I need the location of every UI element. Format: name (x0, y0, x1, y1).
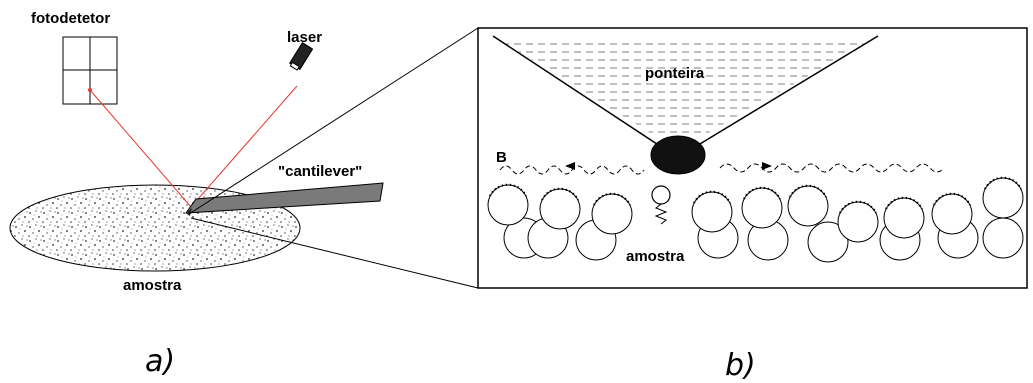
cantilever (184, 182, 384, 214)
trajectory-arrow-right (762, 162, 772, 170)
sample-atoms-upper (487, 176, 1024, 243)
tip-label: ponteira (645, 65, 705, 82)
trajectory-arrow-left (565, 162, 575, 170)
photodetector-label: fotodetetor (31, 10, 110, 27)
cantilever-label: "cantilever" (278, 163, 362, 180)
caption-a: a) (145, 344, 175, 379)
laser-device (289, 41, 314, 71)
panel-a: fotodetetor laser "cantilever" amostra a… (9, 10, 479, 379)
panel-b: ponteira B (477, 27, 1028, 383)
laser-beam-reflected (89, 89, 192, 208)
laser-beam-incident (190, 85, 298, 208)
marker-b-label: B (496, 149, 507, 166)
photodetector (62, 36, 118, 105)
interaction-spring (651, 185, 671, 225)
tip-apex-atom (650, 135, 706, 175)
detector-spot (88, 88, 92, 92)
laser-label: laser (287, 29, 322, 46)
scan-trajectory (499, 165, 645, 175)
zoom-line-bottom (190, 217, 479, 289)
sample-label: amostra (123, 277, 182, 294)
zoom-line-top (188, 27, 479, 215)
cantilever-tip (186, 208, 192, 216)
caption-b: b) (725, 348, 756, 383)
sample-label-b: amostra (626, 248, 685, 265)
